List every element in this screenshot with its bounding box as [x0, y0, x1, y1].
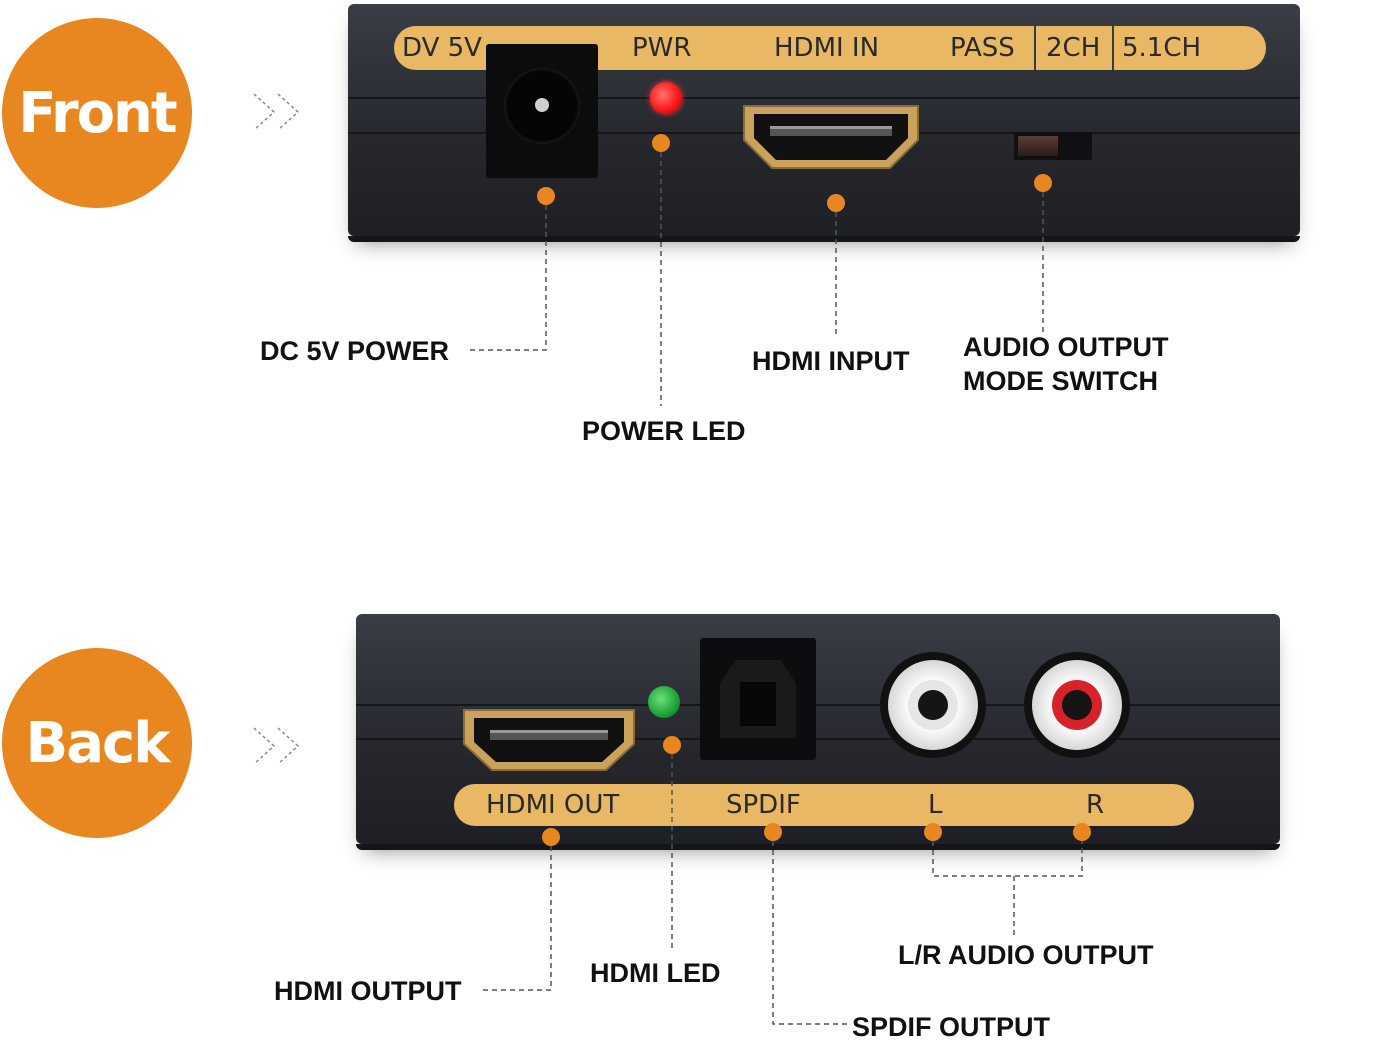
- back-badge-label: Back: [25, 710, 171, 776]
- front-panel: DV 5V PWR HDMI IN PASS 2CH 5.1CH: [348, 4, 1300, 242]
- callout-spdif-output: SPDIF OUTPUT: [852, 1012, 1051, 1042]
- marker-dot: [924, 823, 942, 841]
- marker-dot: [652, 134, 670, 152]
- callout-power-led: POWER LED: [582, 416, 746, 446]
- callout-hdmi-input: HDMI INPUT: [752, 346, 910, 376]
- strip-label-hdmi-out: HDMI OUT: [486, 790, 620, 820]
- power-led-icon: [650, 82, 682, 114]
- rca-jack-icon: [880, 652, 986, 758]
- callout-dc-power: DC 5V POWER: [260, 336, 450, 366]
- marker-dot: [827, 194, 845, 212]
- callout-hdmi-output: HDMI OUTPUT: [274, 976, 462, 1006]
- strip-label-pwr: PWR: [632, 33, 692, 63]
- hdmi-port-icon: [463, 709, 635, 771]
- strip-label-2ch: 2CH: [1046, 33, 1101, 63]
- hdmi-port-icon: [743, 105, 919, 169]
- marker-dot: [1034, 174, 1052, 192]
- strip-label-l: L: [928, 790, 943, 820]
- callout-hdmi-led: HDMI LED: [590, 958, 721, 988]
- chevron-double-right-icon: [253, 727, 300, 765]
- strip-label-spdif: SPDIF: [726, 790, 801, 820]
- callout-audio-switch-line1: AUDIO OUTPUT: [963, 332, 1169, 362]
- marker-dot: [764, 823, 782, 841]
- back-label-strip: HDMI OUT SPDIF L R: [454, 784, 1194, 826]
- strip-label-pass: PASS: [950, 33, 1015, 63]
- front-badge-label: Front: [18, 80, 177, 146]
- strip-label-dc: DV 5V: [402, 33, 482, 63]
- strip-label-hdmi-in: HDMI IN: [774, 33, 880, 63]
- strip-label-r: R: [1086, 790, 1105, 820]
- front-badge: Front: [2, 18, 192, 208]
- callout-lr-audio: L/R AUDIO OUTPUT: [898, 940, 1154, 970]
- marker-dot: [537, 187, 555, 205]
- optical-port-icon: [700, 638, 816, 760]
- hdmi-led-icon: [648, 686, 680, 718]
- rca-jack-icon: [1024, 652, 1130, 758]
- marker-dot: [542, 828, 560, 846]
- dc-jack-icon: [486, 44, 598, 178]
- back-panel: HDMI OUT SPDIF L R: [356, 614, 1280, 850]
- marker-dot: [1073, 823, 1091, 841]
- audio-mode-switch[interactable]: [1014, 132, 1092, 160]
- strip-label-5-1ch: 5.1CH: [1122, 33, 1202, 63]
- chevron-double-right-icon: [253, 93, 300, 131]
- back-badge: Back: [2, 648, 192, 838]
- callout-audio-switch-line2: MODE SWITCH: [963, 366, 1158, 396]
- marker-dot: [663, 736, 681, 754]
